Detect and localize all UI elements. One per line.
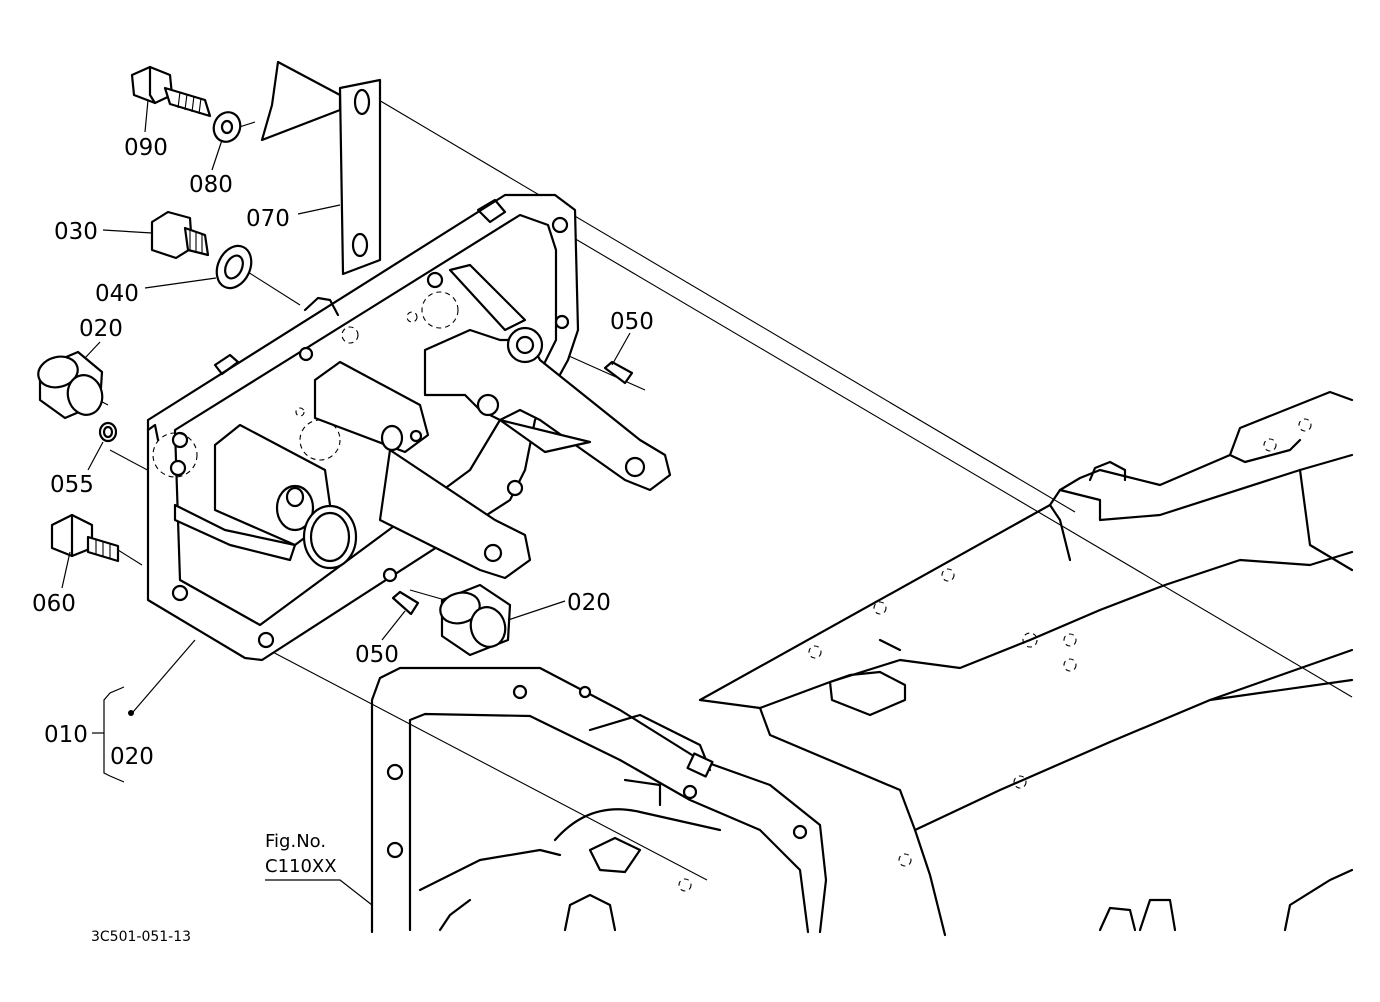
- label-050-upper: 050: [610, 309, 654, 335]
- pin-050-upper: [603, 360, 634, 385]
- label-060: 060: [32, 591, 76, 617]
- label-020-lower: 020: [567, 590, 611, 616]
- leader-lines: [61, 99, 631, 906]
- bracket-070: [260, 60, 382, 276]
- bushing-020-lower: [439, 583, 512, 657]
- label-040: 040: [95, 281, 139, 307]
- label-080: 080: [189, 172, 233, 198]
- plug-055: [98, 421, 118, 443]
- label-090: 090: [124, 135, 168, 161]
- washer-080: [212, 111, 242, 143]
- fig-number: C110XX: [265, 856, 337, 877]
- drawing-code: 3C501-051-13: [91, 929, 191, 945]
- fig-label: Fig.No.: [265, 831, 326, 852]
- label-070: 070: [246, 206, 290, 232]
- label-055: 055: [50, 472, 94, 498]
- label-030: 030: [54, 219, 98, 245]
- clutch-housing: [370, 666, 828, 934]
- transmission-case: [698, 390, 1354, 937]
- plug-030: [150, 210, 210, 260]
- shift-fork-upper: [423, 263, 672, 492]
- shift-fork-middle: [313, 360, 532, 580]
- bolt-090: [130, 65, 212, 118]
- bolt-060: [50, 513, 120, 563]
- pin-050-lower: [391, 590, 420, 616]
- label-050-lower: 050: [355, 642, 399, 668]
- label-020-upper: 020: [79, 316, 123, 342]
- shift-fork-lower: [173, 423, 358, 570]
- bushing-020-upper: [37, 350, 104, 420]
- label-010: 010: [44, 722, 88, 748]
- seal-040: [215, 244, 253, 290]
- label-020-sub: 020: [110, 744, 154, 770]
